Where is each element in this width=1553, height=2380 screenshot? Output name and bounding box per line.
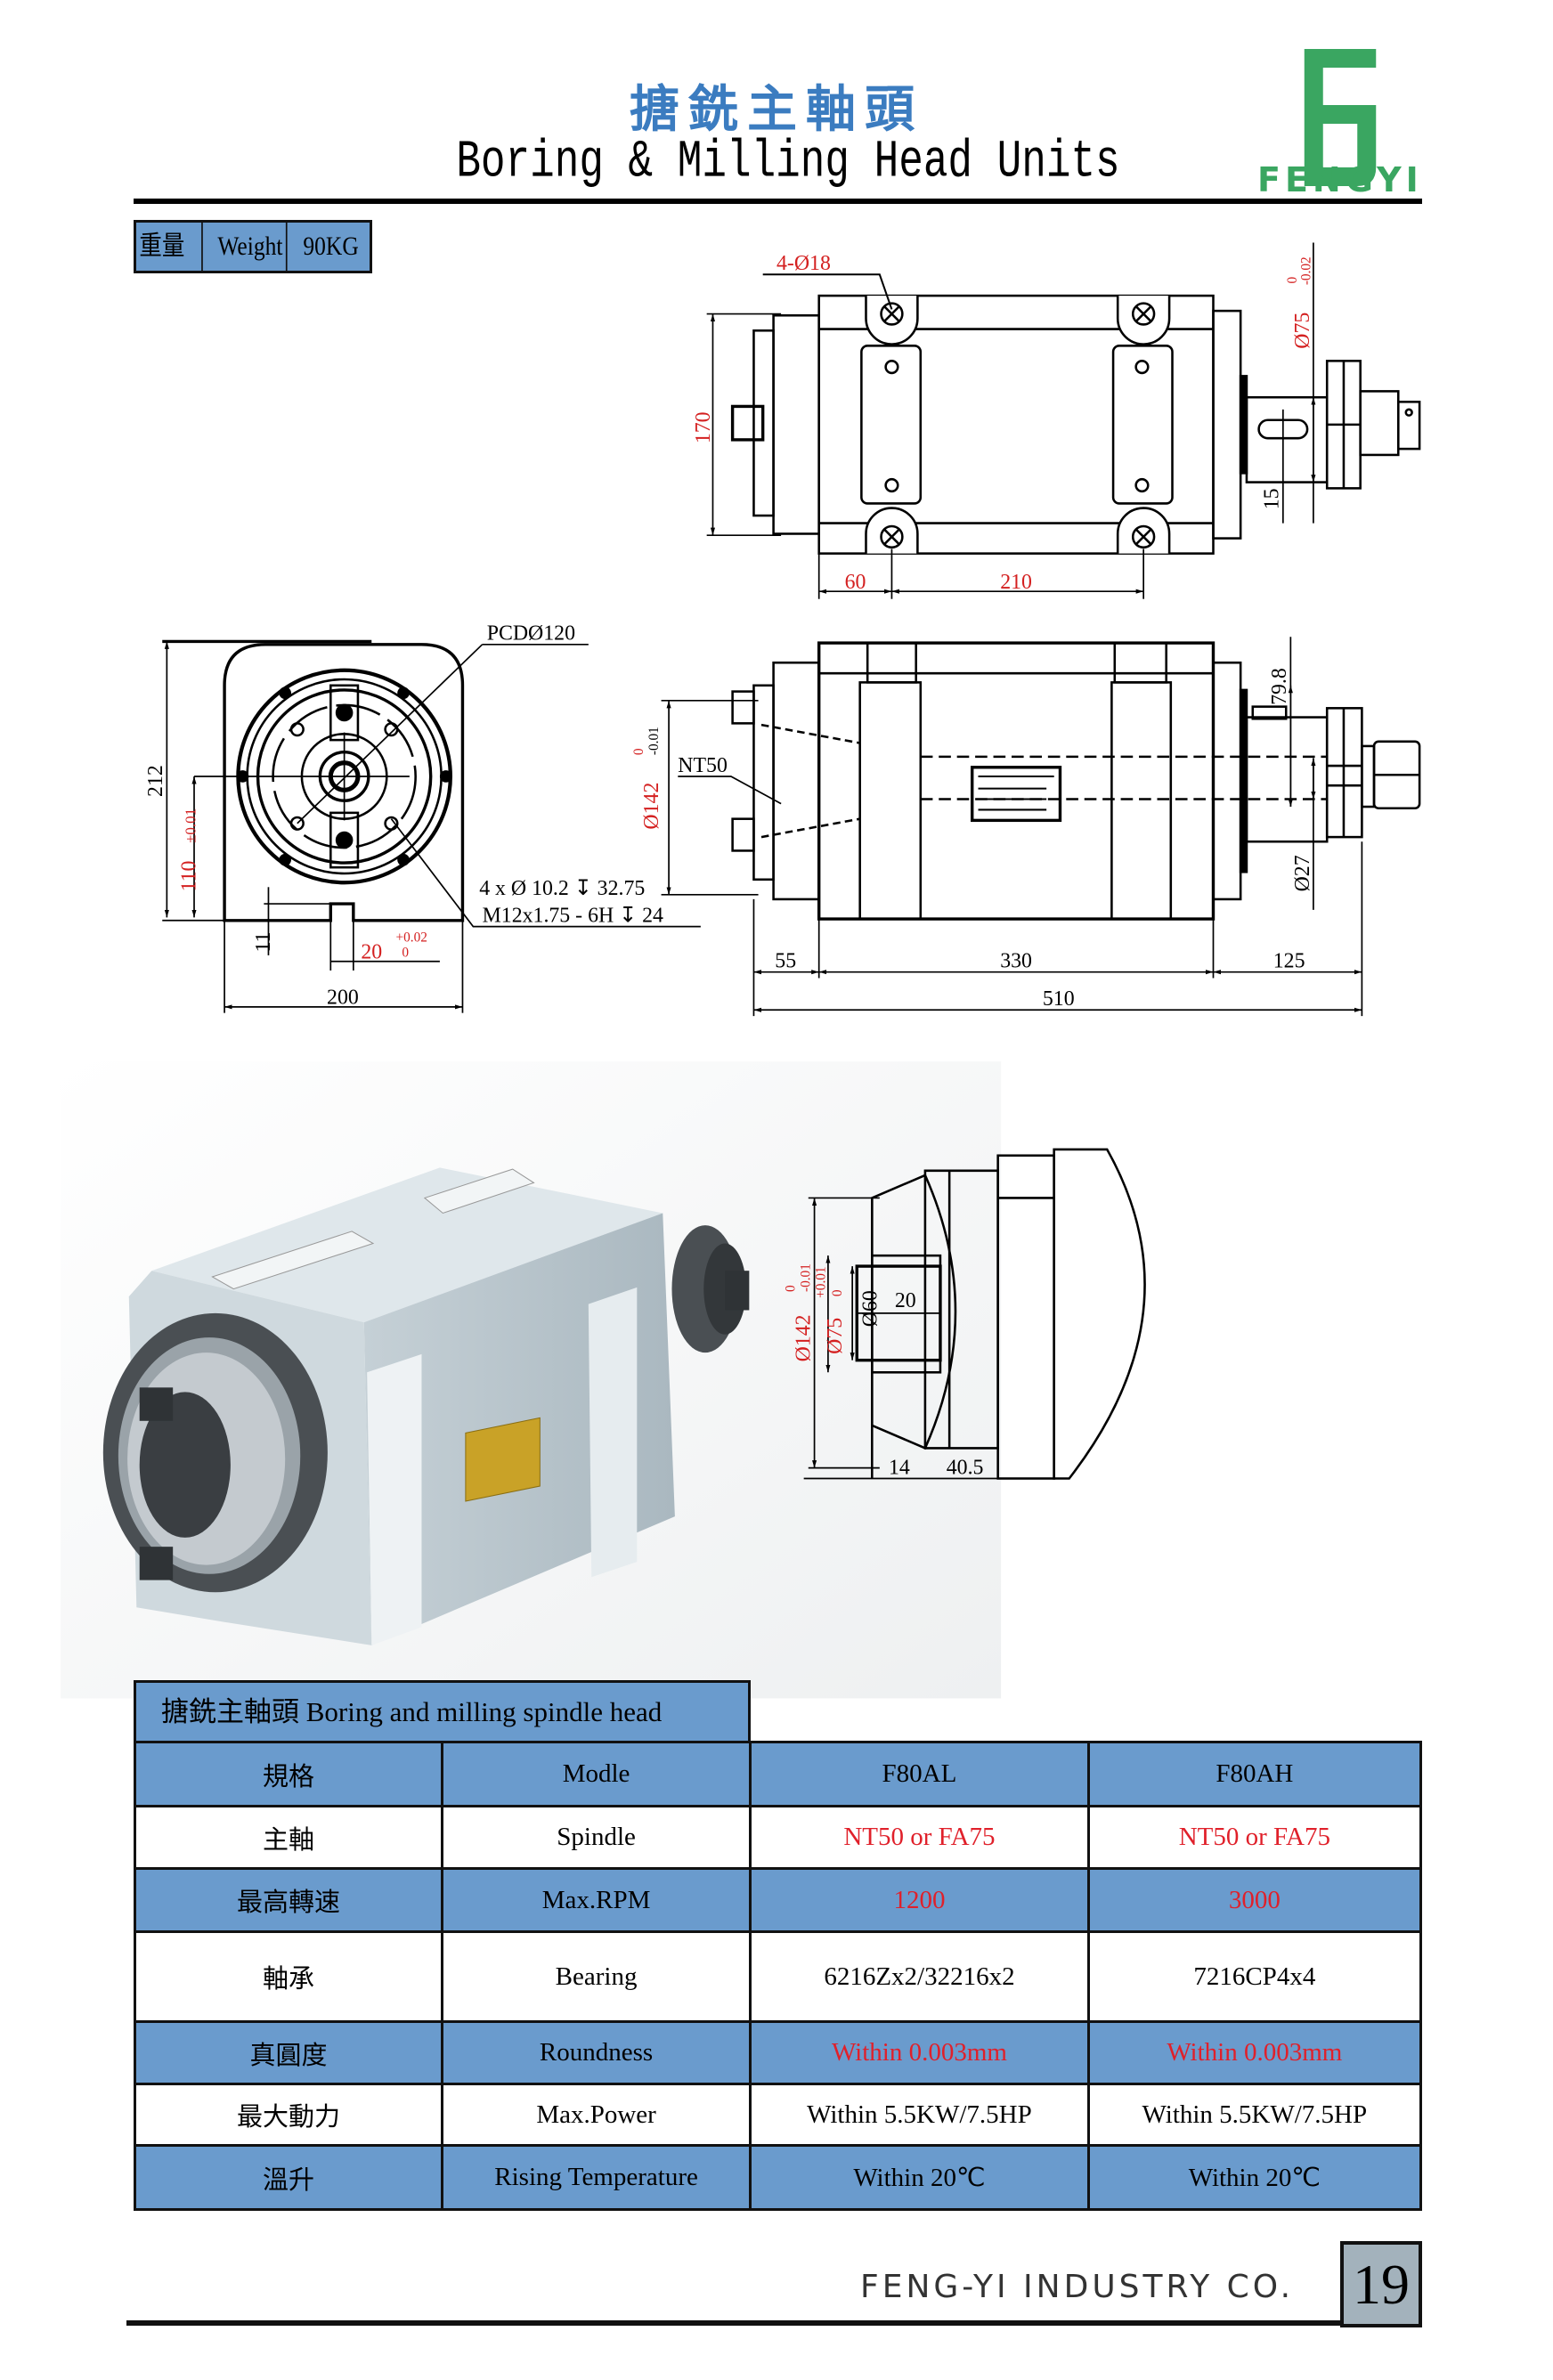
dim-shaft-dia: Ø75 (1291, 313, 1314, 349)
dim-flange-dia: Ø142 (792, 1314, 815, 1361)
cell-zh: 最高轉速 (134, 1867, 443, 1933)
dim-front-len: 55 (775, 950, 796, 973)
dim-shaft-dia: Ø27 (1291, 855, 1314, 891)
cell-f80al: Within 0.003mm (749, 2020, 1090, 2085)
cell-en: Bearing (440, 1930, 752, 2023)
top-view-dimensions: 4-Ø18 170 60 210 Ø75 0 -0.02 15 (692, 252, 1314, 594)
table-row: 軸承 Bearing 6216Zx2/32216x2 7216CP4x4 (134, 1930, 1423, 2023)
dim-pilot-tol-lower: 0 (830, 1289, 845, 1296)
cell-en: Max.RPM (440, 1867, 752, 1933)
page-number: 19 (1340, 2241, 1422, 2327)
cell-zh: 溫升 (134, 2144, 443, 2211)
spec-table: 規格 Modle F80AL F80AH 主軸 Spindle NT50 or … (134, 1741, 1423, 2211)
side-view-drawing (661, 637, 1421, 1017)
logo-text: FENGYI (1257, 160, 1423, 199)
dim-flange-tol-upper: 0 (631, 748, 646, 755)
cell-en: Roundness (440, 2020, 752, 2085)
dim-key-tol-lower: 0 (402, 946, 409, 961)
cell-f80ah: NT50 or FA75 (1086, 1805, 1423, 1870)
dim-holes-line1: 4 x Ø 10.2 ↧ 32.75 (479, 877, 645, 900)
dim-key-height: 11 (252, 932, 275, 953)
table-row: 真圓度 Roundness Within 0.003mm Within 0.00… (134, 2020, 1423, 2085)
dim-offset: 60 (845, 571, 866, 594)
front-view-dimensions: PCDØ120 212 110 ±0.01 4 x Ø 10.2 ↧ 32.75… (144, 622, 663, 1010)
cell-f80al: Within 5.5KW/7.5HP (749, 2083, 1090, 2147)
cell-f80ah: Within 20℃ (1086, 2144, 1423, 2211)
dim-height: 212 (144, 765, 167, 797)
cell-f80al: Within 20℃ (749, 2144, 1090, 2211)
dim-spindle-nose: NT50 (678, 754, 728, 777)
dim-flange-tol-lower: -0.01 (646, 727, 662, 755)
cell-zh: 真圓度 (134, 2020, 443, 2085)
cell-zh: 最大動力 (134, 2083, 443, 2147)
cell-f80al: 1200 (749, 1867, 1090, 1933)
weight-label-en: Weight (215, 223, 288, 271)
dim-flange-tol-lower: -0.01 (798, 1263, 813, 1292)
cell-f80al: F80AL (749, 1741, 1090, 1807)
product-render (61, 1061, 1002, 1699)
detail-view-drawing (803, 1148, 1146, 1480)
dim-b: 40.5 (947, 1456, 984, 1479)
dim-holes: 4-Ø18 (776, 252, 831, 275)
side-view-dimensions: Ø142 0 -0.01 NT50 79.8 Ø27 55 330 125 51… (631, 668, 1314, 1011)
cell-en: Spindle (440, 1805, 752, 1870)
dim-flange-tol-upper: 0 (783, 1285, 798, 1292)
cell-f80ah: F80AH (1086, 1741, 1423, 1807)
dim-holes-line2: M12x1.75 - 6H ↧ 24 (483, 904, 663, 927)
weight-badge: 重量 Weight 90KG (134, 220, 372, 273)
cell-f80ah: 3000 (1086, 1867, 1423, 1933)
cell-zh: 主軸 (134, 1805, 443, 1870)
table-row: 最高轉速 Max.RPM 1200 3000 (134, 1867, 1423, 1933)
dim-shaft-tol-upper: 0 (1285, 276, 1300, 283)
header-divider (134, 199, 1422, 204)
cell-en: Max.Power (440, 2083, 752, 2147)
cell-f80al: 6216Zx2/32216x2 (749, 1930, 1090, 2023)
page-title-chinese: 搪銑主軸頭 (630, 81, 923, 139)
dim-pilot-tol-upper: +0.01 (813, 1266, 828, 1297)
top-view-drawing (706, 242, 1421, 599)
company-name: FENG-YI INDUSTRY CO. (860, 2269, 1295, 2305)
dim-pitch: 210 (1000, 571, 1032, 594)
table-row: 溫升 Rising Temperature Within 20℃ Within … (134, 2144, 1423, 2211)
dim-pilot-dia: Ø75 (824, 1318, 847, 1354)
front-view-drawing (162, 639, 701, 1013)
cell-zh: 規格 (134, 1741, 443, 1807)
cell-zh: 軸承 (134, 1930, 443, 2023)
dim-center-tol: ±0.01 (183, 808, 199, 843)
dim-body-len: 330 (1000, 950, 1032, 973)
dim-key-tol-upper: +0.02 (396, 930, 427, 946)
weight-label-zh: 重量 (136, 223, 203, 271)
table-row: 主軸 Spindle NT50 or FA75 NT50 or FA75 (134, 1805, 1423, 1870)
cell-en: Modle (440, 1741, 752, 1807)
dim-key: 15 (1261, 488, 1284, 509)
dim-rear-len: 125 (1273, 950, 1305, 973)
dim-key-width: 20 (361, 940, 382, 963)
cell-f80ah: 7216CP4x4 (1086, 1930, 1423, 2023)
dim-width: 200 (327, 986, 359, 1009)
dim-flange-dia: Ø142 (640, 783, 663, 830)
table-row: 規格 Modle F80AL F80AH (134, 1741, 1423, 1807)
dim-a: 14 (889, 1456, 910, 1479)
dim-pcd: PCDØ120 (487, 622, 575, 646)
dim-bore-dia: Ø60 (858, 1290, 882, 1327)
cell-f80ah: Within 0.003mm (1086, 2020, 1423, 2085)
cell-f80ah: Within 5.5KW/7.5HP (1086, 2083, 1423, 2147)
cell-en: Rising Temperature (440, 2144, 752, 2211)
fengyi-logo (1304, 49, 1377, 186)
dim-shaft-height: 79.8 (1268, 668, 1291, 705)
dim-depth: 20 (895, 1289, 916, 1312)
mounting-hole-icon (880, 302, 1156, 549)
detail-view-dimensions: Ø142 0 -0.01 Ø75 +0.01 0 Ø60 20 14 40.5 (783, 1263, 983, 1479)
cell-f80al: NT50 or FA75 (749, 1805, 1090, 1870)
table-row: 最大動力 Max.Power Within 5.5KW/7.5HP Within… (134, 2083, 1423, 2147)
dim-center-height: 110 (178, 861, 201, 892)
page-title-english: Boring & Milling Head Units (456, 132, 1120, 192)
weight-value: 90KG (303, 232, 359, 261)
dim-shaft-tol-lower: -0.02 (1298, 256, 1313, 285)
bolt-hole-icon (236, 686, 452, 866)
spec-table-title: 搪銑主軸頭 Boring and milling spindle head (134, 1680, 751, 1741)
dim-total-len: 510 (1043, 987, 1075, 1011)
footer-divider (126, 2320, 1342, 2326)
dim-height: 170 (692, 411, 715, 443)
